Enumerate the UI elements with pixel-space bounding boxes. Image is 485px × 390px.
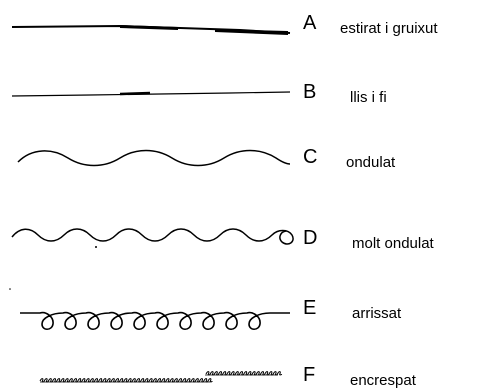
- label-e: arrissat: [352, 306, 401, 321]
- hair-line-wavy: [0, 130, 485, 190]
- row-e: E arrissat: [0, 285, 485, 345]
- label-f: encrespat: [350, 373, 416, 388]
- letter-c: C: [303, 147, 317, 167]
- row-d: D molt ondulat: [0, 205, 485, 265]
- letter-e: E: [303, 298, 316, 318]
- label-d: molt ondulat: [352, 236, 434, 251]
- row-b: B llis i fi: [0, 60, 485, 120]
- letter-f: F: [303, 365, 315, 385]
- row-f: F encrespat: [0, 355, 485, 390]
- label-a: estirat i gruixut: [340, 21, 438, 36]
- hair-line-straight-thin: [0, 60, 485, 120]
- label-c: ondulat: [346, 155, 395, 170]
- row-c: C ondulat: [0, 130, 485, 190]
- row-a: A estirat i gruixut: [0, 0, 485, 60]
- letter-a: A: [303, 13, 316, 33]
- hair-line-curly: [0, 285, 485, 345]
- label-b: llis i fi: [350, 90, 387, 105]
- letter-d: D: [303, 228, 317, 248]
- letter-b: B: [303, 82, 316, 102]
